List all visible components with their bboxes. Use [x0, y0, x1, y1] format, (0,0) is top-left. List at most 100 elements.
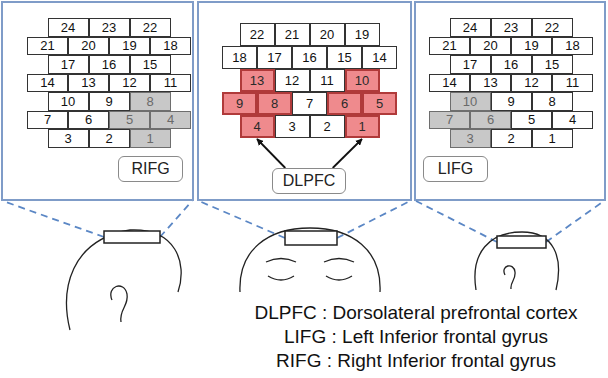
channel-cell: 20	[310, 23, 345, 46]
channel-cell: 18	[552, 37, 593, 56]
channel-cell: 10	[48, 92, 89, 111]
zoom-line	[160, 201, 192, 237]
channel-number: 21	[285, 28, 299, 41]
channel-number: 6	[341, 97, 348, 110]
channel-cell: 1	[345, 115, 380, 138]
channel-number: 1	[548, 132, 555, 145]
channel-number: 20	[320, 28, 334, 41]
channel-number: 4	[253, 120, 260, 133]
channel-cell: 3	[450, 129, 491, 148]
channel-cell: 4	[150, 111, 191, 130]
channel-cell: 22	[130, 18, 171, 37]
channel-number: 3	[64, 132, 71, 145]
channel-number: 7	[44, 113, 51, 126]
channel-number: 9	[507, 95, 514, 108]
channel-cell: 1	[532, 129, 573, 148]
channel-number: 12	[524, 76, 538, 89]
channel-number: 17	[463, 58, 477, 71]
eye	[268, 276, 294, 280]
channel-cell: 10	[450, 92, 491, 111]
region-label: LIFG	[438, 161, 474, 177]
eyebrow	[324, 259, 354, 263]
channel-number: 21	[40, 39, 54, 52]
channel-number: 8	[271, 97, 278, 110]
channel-number: 17	[61, 58, 75, 71]
channel-number: 11	[566, 76, 580, 89]
region-label: DLPFC	[283, 173, 335, 189]
region-label: RIFG	[131, 161, 169, 177]
channel-number: 3	[466, 132, 473, 145]
channel-cell: 14	[362, 46, 397, 69]
channel-cell: 10	[345, 69, 380, 92]
channel-cell: 16	[491, 55, 532, 74]
channel-number: 4	[569, 113, 576, 126]
abbreviation-note: LIFG : Left Inferior frontal gyrus	[228, 326, 604, 348]
region-label-box: DLPFC	[272, 168, 346, 194]
channel-number: 6	[487, 113, 494, 126]
channel-cell: 22	[240, 23, 275, 46]
channel-number: 2	[323, 120, 330, 133]
channel-cell: 23	[89, 18, 130, 37]
channel-cell: 3	[48, 129, 89, 148]
channel-number: 13	[81, 76, 95, 89]
channel-cell: 18	[150, 37, 191, 56]
channel-cell: 19	[511, 37, 552, 56]
channel-number: 14	[442, 76, 456, 89]
channel-number: 16	[504, 58, 518, 71]
head-outline	[240, 228, 380, 292]
channel-number: 8	[146, 95, 153, 108]
abbreviation-note: DLPFC : Dorsolateral prefrontal cortex	[228, 302, 604, 324]
channel-number: 3	[288, 120, 295, 133]
channel-cell: 13	[240, 69, 275, 92]
channel-cell: 9	[222, 92, 257, 115]
channel-cell: 4	[552, 111, 593, 130]
channel-cell: 17	[48, 55, 89, 74]
channel-number: 2	[105, 132, 112, 145]
region-label-box: RIFG	[118, 156, 183, 182]
channel-cell: 2	[491, 129, 532, 148]
channel-number: 11	[320, 74, 334, 87]
ear	[111, 286, 127, 322]
zoom-line	[546, 201, 604, 242]
channel-number: 15	[337, 51, 351, 64]
channel-number: 16	[102, 58, 116, 71]
channel-cell: 11	[150, 74, 191, 93]
channel-number: 23	[504, 21, 518, 34]
zoom-line	[337, 201, 410, 238]
channel-number: 18	[232, 51, 246, 64]
channel-cell: 6	[470, 111, 511, 130]
channel-number: 22	[250, 28, 264, 41]
probe-holder	[104, 231, 160, 243]
channel-cell: 12	[275, 69, 310, 92]
channel-cell: 14	[27, 74, 68, 93]
channel-number: 20	[81, 39, 95, 52]
channel-cell: 19	[345, 23, 380, 46]
channel-number: 22	[545, 21, 559, 34]
channel-number: 17	[267, 51, 281, 64]
ear	[504, 266, 515, 289]
channel-cell: 15	[532, 55, 573, 74]
channel-cell: 19	[109, 37, 150, 56]
channel-number: 23	[102, 21, 116, 34]
channel-cell: 22	[532, 18, 573, 37]
channel-number: 9	[236, 97, 243, 110]
channel-number: 15	[143, 58, 157, 71]
region-label-box: LIFG	[423, 156, 488, 182]
channel-number: 14	[372, 51, 386, 64]
panel-frame	[198, 2, 411, 200]
channel-cell: 3	[275, 115, 310, 138]
channel-number: 6	[85, 113, 92, 126]
channel-number: 2	[507, 132, 514, 145]
head-outline	[67, 230, 182, 330]
channel-number: 7	[306, 97, 313, 110]
channel-number: 16	[302, 51, 316, 64]
channel-number: 13	[250, 74, 264, 87]
channel-cell: 21	[429, 37, 470, 56]
channel-number: 9	[105, 95, 112, 108]
channel-cell: 5	[362, 92, 397, 115]
channel-number: 20	[483, 39, 497, 52]
eyebrow	[266, 259, 296, 263]
channel-cell: 8	[532, 92, 573, 111]
